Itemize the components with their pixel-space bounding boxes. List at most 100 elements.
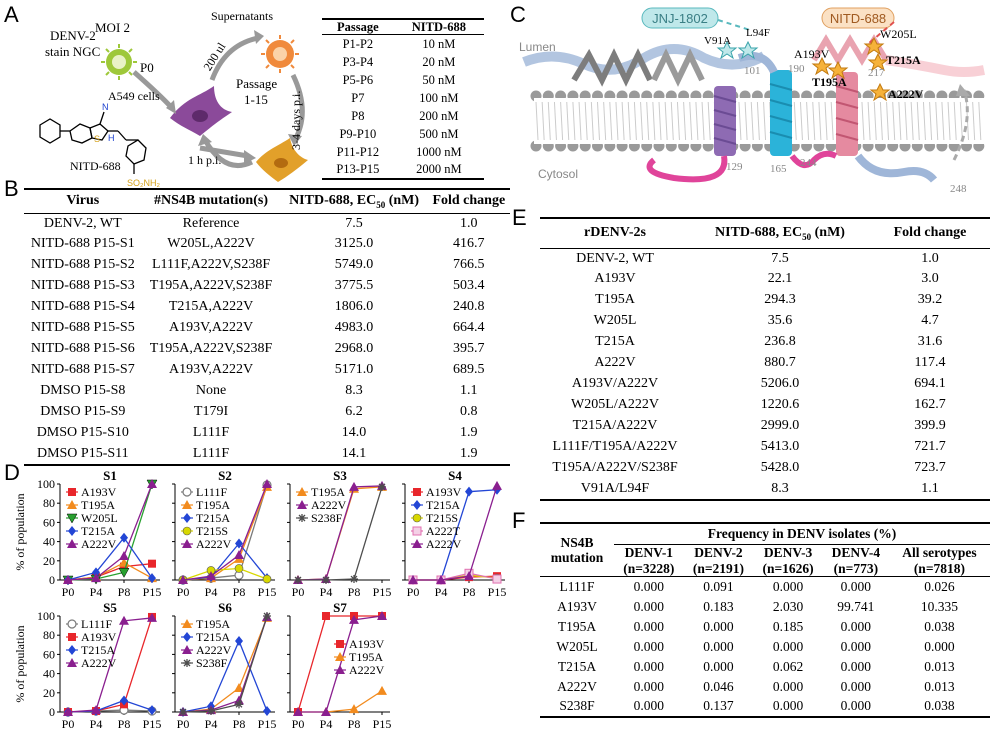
legend-label: T215S: [426, 511, 458, 525]
column-count: (n=1626): [762, 560, 814, 576]
table-header: NITD-688, EC50 (nM): [289, 192, 420, 210]
table-cell: 2000 nM: [416, 162, 462, 177]
table-cell: 1.9: [460, 445, 478, 461]
table-cell: 880.7: [764, 355, 796, 371]
virus-icon: [101, 44, 137, 80]
table-cell: 14.1: [341, 445, 367, 461]
column-count: (n=2191): [692, 560, 745, 576]
cells-label: A549 cells: [108, 89, 160, 103]
table-cell: 766.5: [453, 257, 485, 273]
table-cell: T179I: [193, 404, 229, 420]
table-cell: 1000 nM: [416, 144, 462, 159]
table-cell: 0.000: [772, 678, 804, 694]
table-cell: 0.000: [633, 698, 664, 714]
table-cell: 0.000: [703, 618, 734, 634]
table-cell: A193V: [594, 271, 636, 287]
table-cell: L111F: [559, 579, 595, 595]
data-point-a222v: [412, 539, 422, 548]
data-point-t215s: [234, 564, 244, 573]
table-cell: 20 nM: [422, 54, 456, 69]
table-cell: 0.000: [703, 658, 734, 674]
table-cell: 200 nM: [419, 108, 459, 123]
x-tick-label: P0: [292, 717, 305, 731]
resistance-table: Virus #NS4B mutation(s) NITD-688, EC50 (…: [24, 188, 510, 466]
legend-label: T215A: [196, 630, 230, 644]
table-cell: W205L: [556, 638, 598, 654]
table-header: rDENV-2s: [584, 225, 646, 241]
ns4b-topology-diagram: JNJ-1802 NITD-688 Lumen Cytosol V91A L94…: [519, 7, 985, 195]
data-point-a222v: [119, 615, 129, 625]
table-cell: 0.000: [633, 598, 664, 614]
star-icon: [867, 52, 889, 72]
passage-schematic: N H S SO₂NH₂ DENV-2 stain NGC MOI 2 P0 A…: [39, 9, 308, 188]
mutation-label: V91A: [704, 35, 731, 47]
data-point-a222v: [436, 575, 446, 584]
data-point-a222v: [182, 645, 192, 654]
table-cell: V91A/L94F: [580, 480, 650, 496]
table-cell: T195A: [557, 618, 597, 634]
table-cell: 0.013: [924, 678, 955, 694]
residue-label: 190: [788, 63, 805, 75]
x-tick-label: P15: [373, 717, 392, 731]
y-tick-label: 100: [37, 609, 55, 623]
passage-range-label: 1-15: [244, 92, 268, 107]
data-point-a222v: [91, 705, 101, 715]
table-cell: P13-P15: [336, 162, 380, 177]
table-cell: W205L/A222V: [571, 397, 659, 413]
table-cell: 0.000: [633, 658, 664, 674]
data-point-a222v: [464, 571, 474, 581]
legend-label: A222V: [196, 537, 232, 551]
column-name: DENV-4: [831, 545, 881, 560]
table-cell: 723.7: [914, 460, 946, 476]
table-cell: 0.046: [703, 678, 734, 694]
x-tick-label: P0: [177, 585, 190, 599]
series-line-t195a: [298, 690, 383, 713]
x-tick-label: P4: [320, 717, 333, 731]
table-cell: 0.000: [633, 638, 664, 654]
table-cell: 416.7: [453, 236, 485, 252]
table-cell: T215A: [595, 334, 635, 350]
data-point-t215a: [120, 695, 128, 706]
table-cell: 721.7: [914, 439, 946, 455]
table-header: Frequency in DENV isolates (%): [614, 523, 990, 545]
data-point-a222t: [492, 574, 502, 584]
hpi-label: 1 h p.i.: [188, 153, 221, 167]
table-cell: T215A/A222V: [572, 418, 658, 434]
table-cell: 3125.0: [334, 236, 374, 252]
data-point-a193v: [322, 612, 330, 620]
table-cell: T215A,A222V: [168, 299, 254, 315]
table-cell: T195A: [595, 292, 635, 308]
strain-label: stain NGC: [45, 44, 100, 59]
table-cell: T195A,A222V,S238F: [149, 278, 273, 294]
data-point-a193v: [68, 633, 76, 641]
data-point-t215a: [68, 526, 76, 536]
table-cell: 8.3: [771, 480, 789, 496]
mutation-label: W205L: [880, 27, 917, 41]
x-tick-label: P8: [463, 585, 476, 599]
table-cell: L111F: [192, 445, 230, 461]
legend-label: T215A: [196, 511, 230, 525]
data-point-a193v: [336, 640, 344, 648]
table-header: #NS4B mutation(s): [154, 193, 268, 209]
table-cell: 0.091: [703, 579, 734, 595]
data-point-a222v: [349, 481, 359, 491]
table-cell: DENV-2, WT: [576, 250, 654, 266]
table-cell: 5749.0: [334, 257, 374, 273]
data-point-a222v: [182, 539, 192, 548]
legend-label: W205L: [81, 511, 118, 525]
table-cell: NITD-688 P15-S2: [30, 257, 135, 273]
data-point-s238f: [207, 707, 215, 716]
x-tick-label: P4: [205, 585, 218, 599]
table-cell: T195A/A222V/S238F: [552, 460, 678, 476]
data-point-a222v: [91, 573, 101, 583]
